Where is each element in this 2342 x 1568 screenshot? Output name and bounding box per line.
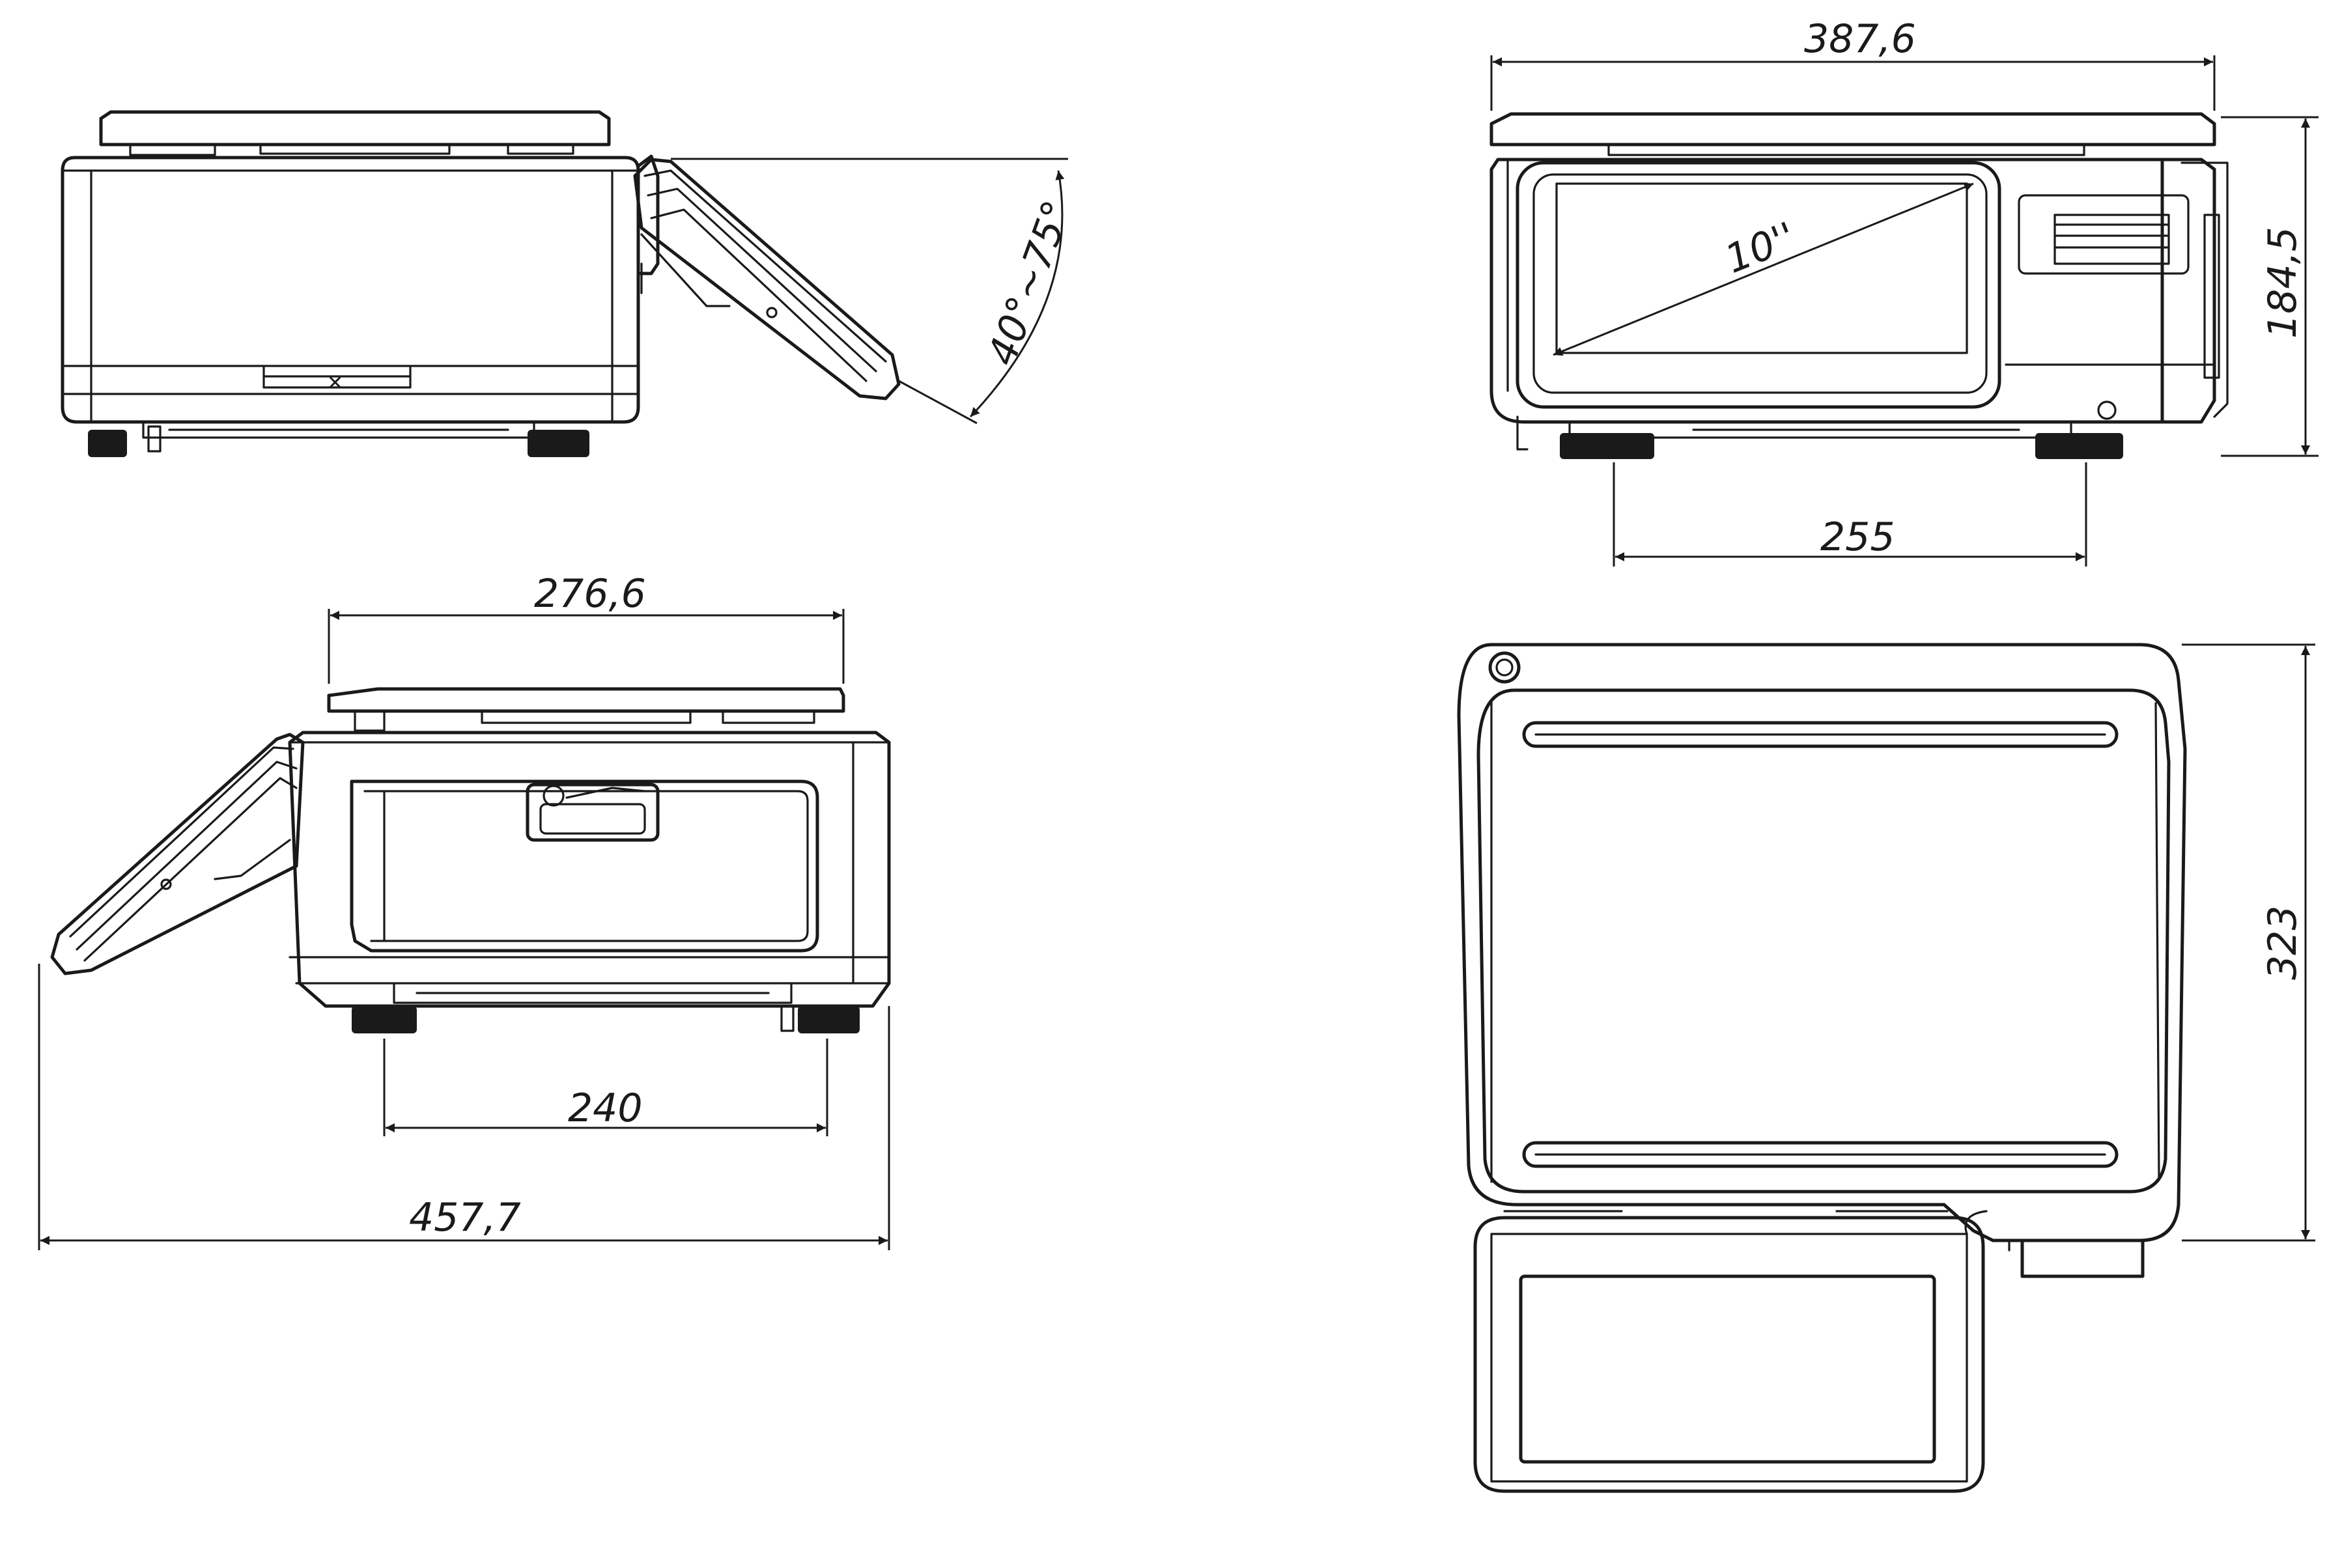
side-view-left-display: ✕ 40°~75° (61, 110, 1080, 457)
label-display-diagonal: 10'' (1719, 214, 1802, 283)
label-overall-depth: 457,7 (409, 1195, 521, 1240)
label-top-depth: 323 (2260, 905, 2306, 980)
label-platter-depth: 276,6 (534, 571, 646, 617)
label-front-width: 387,6 (1804, 16, 1916, 62)
label-front-height: 184,5 (2260, 227, 2306, 339)
label-front-feet-spacing: 255 (1820, 514, 1895, 560)
label-side-feet-spacing: 240 (568, 1085, 643, 1131)
front-view: 10'' 387,6 184,5 255 (1489, 16, 2319, 567)
side-view-right-display: 276,6 240 457,7 (38, 571, 891, 1250)
label-handle-mark: ✕ (327, 372, 343, 395)
label-tilt-angle: 40°~75° (979, 195, 1080, 371)
top-view: 323 (1457, 643, 2315, 1493)
